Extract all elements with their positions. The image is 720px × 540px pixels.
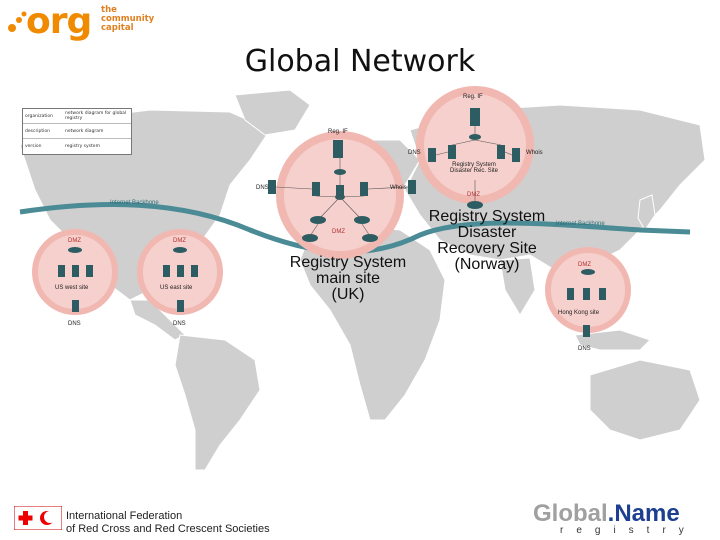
diagram-legend: organization network diagram for global r… [22,108,132,155]
legend-value: network diagram [65,128,104,134]
tagline-line-3: capital [101,23,134,33]
norway-site-label-line: Disaster [457,224,517,241]
us-east-devices [163,247,198,312]
us-west-site-label: US west site [55,285,89,291]
norway-site-label-line: (Norway) [454,256,520,273]
legend-row: organization network diagram for global r… [23,109,131,124]
norway-dns-label: DNS [408,150,421,156]
uk-reg-if-label: Reg. IF [328,129,348,135]
legend-value: registry system [65,143,100,149]
ifrc-name: International Federation of Red Cross an… [66,510,270,536]
uk-dns-label: DNS [256,185,269,191]
world-network-map [19,86,706,471]
ifrc-line-2: of Red Cross and Red Crescent Societies [66,523,270,535]
gn-name: Name [614,500,680,527]
uk-site-label: Registry System main site (UK) [276,255,420,303]
uk-devices [268,140,416,242]
backbone-label-left: Internet Backbone [110,200,159,206]
gn-global: Global [533,500,608,527]
ifrc-emblem [14,506,62,530]
norway-whois-label: Whois [526,150,543,156]
uk-site-label-line: Registry System [289,254,407,271]
us-west-dns-label: DNS [68,321,81,327]
tagline-line-2: community [101,14,155,24]
norway-site-label-line: Recovery Site [437,240,537,257]
org-logo-dots [8,11,27,32]
gn-registry: registry [560,525,697,536]
page-title: Global Network [244,44,476,79]
us-east-dmz-label: DMZ [173,238,186,244]
hk-site-label: Hong Kong site [558,310,600,316]
hk-dns-label: DNS [578,346,591,352]
uk-whois-label: Whois [390,185,407,191]
hk-devices [567,269,606,337]
backbone-label-right: Internet Backbone [556,221,605,227]
norway-dmz-label: DMZ [467,192,480,198]
org-logo: org [26,1,92,42]
tagline-line-1: the [101,5,117,15]
legend-row: version registry system [23,139,131,153]
legend-key: description [25,128,51,134]
norway-site-label: Registry System Disaster Recovery Site (… [414,209,560,273]
us-east-site-label: US east site [160,285,193,291]
uk-dmz-label: DMZ [332,229,345,235]
us-west-dmz-label: DMZ [68,238,81,244]
global-name-logo: Global.Name [533,500,680,528]
uk-site-label-line: main site [315,270,381,287]
legend-value: network diagram for global registry [65,111,127,121]
uk-site-label-line: (UK) [331,286,365,303]
legend-row: description network diagram [23,124,131,139]
norway-links [435,126,513,201]
us-west-devices [58,247,93,312]
us-east-dns-label: DNS [173,321,186,327]
ifrc-line-1: International Federation [66,510,183,522]
hk-dmz-label: DMZ [578,262,591,268]
gn-dot: . [607,500,615,527]
org-tagline: the community capital [101,6,154,33]
legend-key: organization [25,113,53,119]
legend-key: version [25,143,42,149]
norway-reg-if-label: Reg. IF [463,94,483,100]
uk-links [275,158,409,237]
norway-inner-label: Registry System Disaster Rec. Site [449,162,498,174]
norway-site-label-line: Registry System [428,208,546,225]
